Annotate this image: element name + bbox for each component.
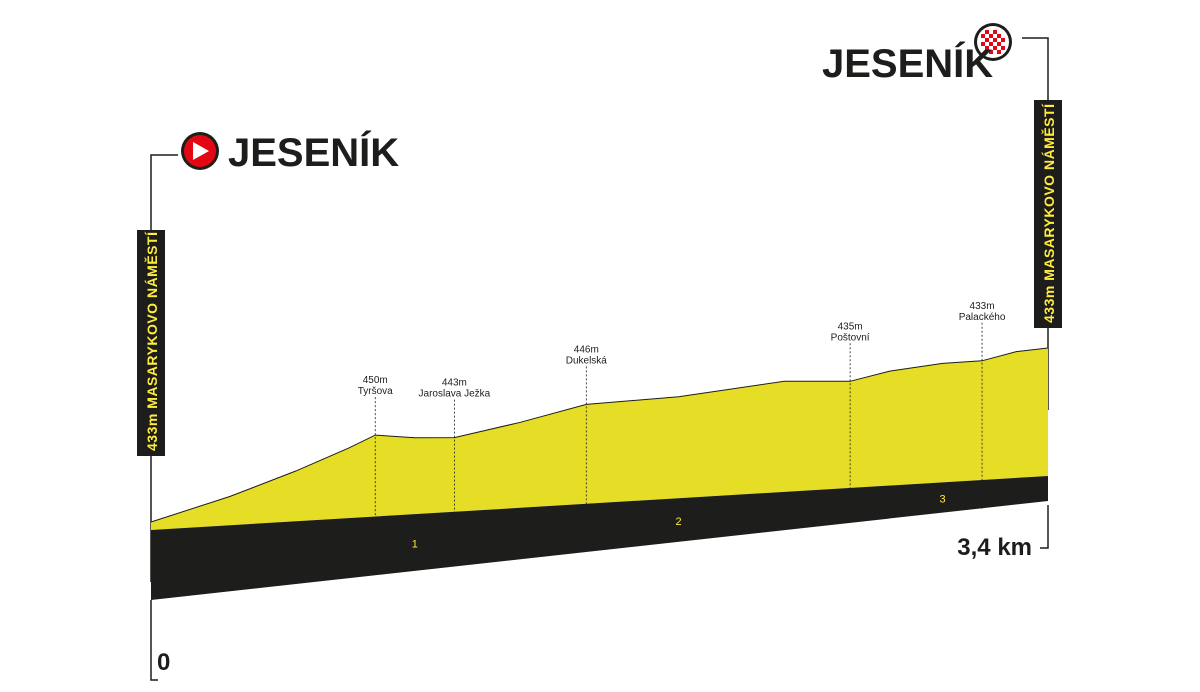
finish-block: JESENÍK 433m MASARYKOVO NÁMĚSTÍ 3,4 km (822, 23, 1062, 561)
finish-plaque-text: 433m MASARYKOVO NÁMĚSTÍ (1040, 103, 1057, 323)
finish-axis-tick (1040, 505, 1049, 549)
route-point-altitude: 435m (838, 321, 863, 332)
start-plaque-text: 433m MASARYKOVO NÁMĚSTÍ (143, 231, 160, 451)
route-point-altitude: 433m (970, 301, 995, 312)
finish-checkered-flag-icon (974, 23, 1012, 61)
route-point-altitude: 443m (442, 378, 467, 389)
route-point-altitude: 446m (574, 344, 599, 355)
start-city-name: JESENÍK (228, 130, 399, 175)
km-tick-label: 2 (676, 516, 682, 528)
route-point-name: Dukelská (566, 355, 608, 366)
finish-distance-label: 3,4 km (957, 534, 1032, 561)
elevation-area (151, 348, 1048, 530)
start-arrow-icon (181, 132, 219, 170)
km-ticks: 1 2 3 (412, 494, 946, 551)
route-point-name: Poštovní (831, 332, 870, 343)
start-plaque (137, 230, 165, 456)
route-point-name: Jaroslava Ježka (419, 389, 491, 400)
start-block: JESENÍK 433m MASARYKOVO NÁMĚSTÍ 0 (137, 130, 399, 681)
km-tick-label: 1 (412, 539, 418, 551)
route-point-altitude: 450m (363, 375, 388, 386)
finish-city-name: JESENÍK (822, 41, 993, 86)
start-axis-tick (150, 600, 158, 681)
km-tick-label: 3 (939, 494, 945, 506)
route-point-name: Tyršova (358, 386, 393, 397)
profile-base-band (151, 476, 1048, 600)
start-distance-label: 0 (157, 649, 170, 676)
route-point-name: Palackého (959, 312, 1006, 323)
finish-plaque (1034, 100, 1062, 328)
